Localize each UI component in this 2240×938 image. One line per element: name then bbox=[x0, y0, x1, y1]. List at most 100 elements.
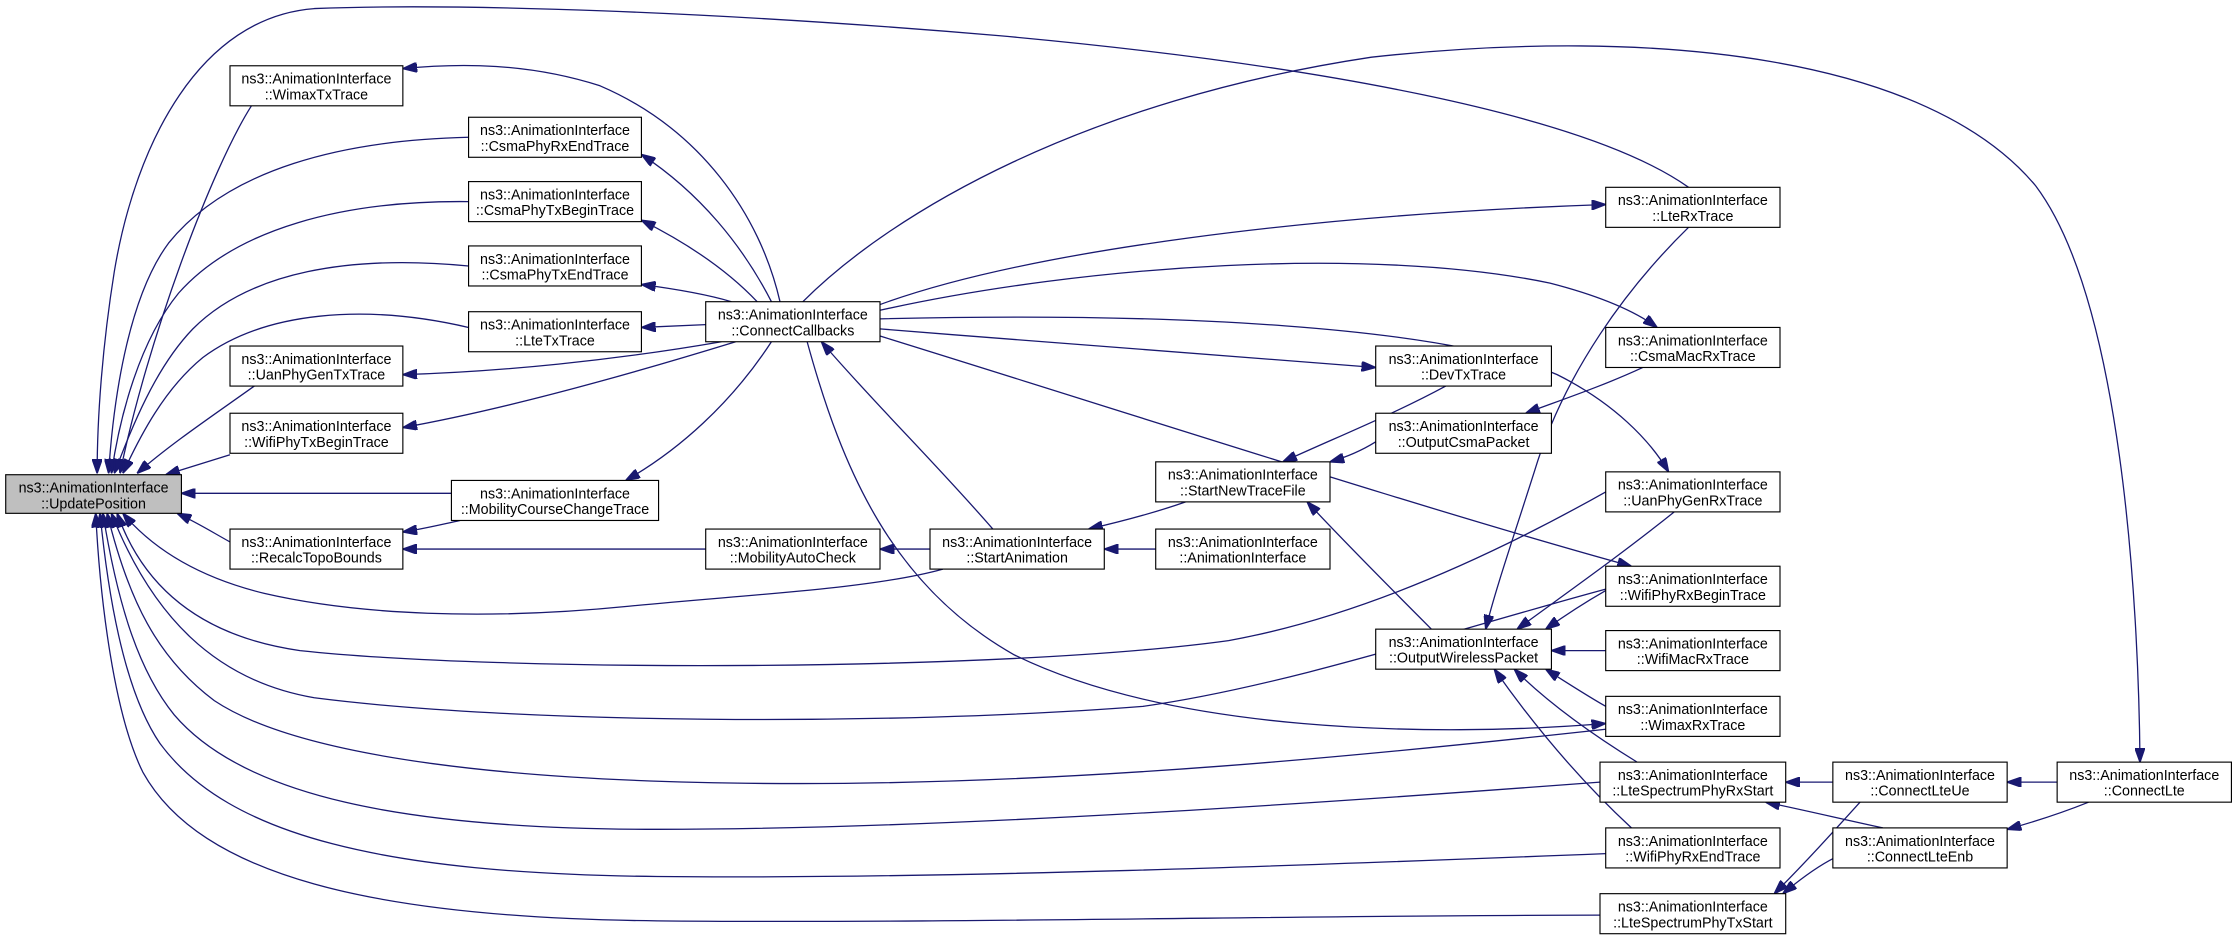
node-scope-label: ns3::AnimationInterface bbox=[1618, 702, 1768, 718]
edge-connect-callbacks-to-wimax-tx-trace bbox=[403, 65, 781, 302]
node-lte-spectrum-phy-tx-start[interactable]: ns3::AnimationInterface::LteSpectrumPhyT… bbox=[1599, 893, 1787, 935]
node-scope-label: ns3::AnimationInterface bbox=[1618, 193, 1768, 209]
node-scope-label: ns3::AnimationInterface bbox=[241, 535, 391, 551]
node-function-label: ::DevTxTrace bbox=[1421, 368, 1506, 384]
nodes-layer: ns3::AnimationInterface::UpdatePositionn… bbox=[5, 65, 2232, 935]
edge-start-animation-to-update-position bbox=[123, 513, 944, 615]
node-scope-label: ns3::AnimationInterface bbox=[718, 535, 868, 551]
node-mobility-auto-check[interactable]: ns3::AnimationInterface::MobilityAutoChe… bbox=[705, 528, 881, 570]
node-uan-phy-gen-rx-trace[interactable]: ns3::AnimationInterface::UanPhyGenRxTrac… bbox=[1605, 471, 1781, 513]
node-connect-callbacks[interactable]: ns3::AnimationInterface::ConnectCallback… bbox=[705, 301, 881, 343]
node-output-wireless-packet[interactable]: ns3::AnimationInterface::OutputWirelessP… bbox=[1375, 628, 1552, 670]
node-wifi-mac-rx-trace[interactable]: ns3::AnimationInterface::WifiMacRxTrace bbox=[1605, 630, 1781, 672]
node-scope-label: ns3::AnimationInterface bbox=[1618, 636, 1768, 652]
node-dev-tx-trace[interactable]: ns3::AnimationInterface::DevTxTrace bbox=[1375, 345, 1552, 387]
node-box bbox=[1599, 893, 1787, 935]
node-csma-mac-rx-trace[interactable]: ns3::AnimationInterface::CsmaMacRxTrace bbox=[1605, 326, 1781, 369]
node-box bbox=[1605, 471, 1781, 513]
edge-connect-callbacks-to-wifi-phy-rx-begin-trace bbox=[879, 335, 1631, 566]
edge-wimax-rx-trace-to-update-position bbox=[107, 513, 1606, 785]
edge-lte-spectrum-phy-rx-start-to-update-position bbox=[103, 513, 1601, 830]
node-scope-label: ns3::AnimationInterface bbox=[942, 535, 1092, 551]
node-box bbox=[1375, 628, 1552, 670]
node-box bbox=[1832, 761, 2008, 803]
edge-connect-callbacks-to-mobility-course-change-trace bbox=[626, 341, 772, 481]
node-scope-label: ns3::AnimationInterface bbox=[480, 318, 630, 334]
node-uan-phy-gen-tx-trace[interactable]: ns3::AnimationInterface::UanPhyGenTxTrac… bbox=[229, 345, 404, 387]
node-box bbox=[468, 245, 642, 287]
node-scope-label: ns3::AnimationInterface bbox=[1389, 352, 1539, 368]
edge-lte-spectrum-phy-rx-start-to-output-wireless-packet bbox=[1514, 669, 1638, 763]
edge-output-csma-packet-to-start-new-trace-file bbox=[1330, 441, 1377, 462]
node-function-label: ::WimaxTxTrace bbox=[265, 87, 368, 103]
edge-wifi-phy-rx-begin-trace-to-output-wireless-packet bbox=[1546, 589, 1607, 630]
node-lte-tx-trace[interactable]: ns3::AnimationInterface::LteTxTrace bbox=[468, 311, 642, 353]
node-box bbox=[1375, 412, 1552, 454]
node-scope-label: ns3::AnimationInterface bbox=[1845, 768, 1995, 784]
node-lte-rx-trace[interactable]: ns3::AnimationInterface::LteRxTrace bbox=[1605, 186, 1781, 228]
node-wifi-phy-rx-end-trace[interactable]: ns3::AnimationInterface::WifiPhyRxEndTra… bbox=[1605, 827, 1781, 869]
edge-lte-spectrum-phy-tx-start-to-update-position bbox=[96, 513, 1601, 923]
node-scope-label: ns3::AnimationInterface bbox=[480, 123, 630, 139]
node-animation-interface[interactable]: ns3::AnimationInterface::AnimationInterf… bbox=[1155, 528, 1331, 570]
node-csma-phy-tx-end-trace[interactable]: ns3::AnimationInterface::CsmaPhyTxEndTra… bbox=[468, 245, 642, 287]
node-box bbox=[1605, 186, 1781, 228]
node-function-label: ::StartNewTraceFile bbox=[1180, 483, 1306, 499]
node-wifi-phy-tx-begin-trace[interactable]: ns3::AnimationInterface::WifiPhyTxBeginT… bbox=[229, 412, 404, 454]
node-wifi-phy-rx-begin-trace[interactable]: ns3::AnimationInterface::WifiPhyRxBeginT… bbox=[1605, 565, 1781, 607]
node-box bbox=[705, 528, 881, 570]
node-csma-phy-tx-begin-trace[interactable]: ns3::AnimationInterface::CsmaPhyTxBeginT… bbox=[468, 181, 642, 223]
node-lte-spectrum-phy-rx-start[interactable]: ns3::AnimationInterface::LteSpectrumPhyR… bbox=[1599, 761, 1787, 803]
edge-uan-phy-gen-rx-trace-to-output-wireless-packet bbox=[1517, 511, 1675, 629]
node-box bbox=[468, 311, 642, 353]
edge-connect-callbacks-to-lte-tx-trace bbox=[641, 325, 706, 328]
node-box bbox=[229, 65, 404, 107]
edge-csma-phy-rx-end-trace-to-update-position bbox=[109, 136, 469, 473]
edge-connect-callbacks-to-uan-phy-gen-tx-trace bbox=[403, 341, 722, 375]
node-function-label: ::ConnectLte bbox=[2104, 784, 2185, 800]
edge-start-animation-to-connect-callbacks bbox=[821, 342, 994, 530]
node-box bbox=[1605, 695, 1781, 737]
edge-connect-callbacks-to-wifi-phy-tx-begin-trace bbox=[403, 341, 736, 428]
node-wimax-rx-trace[interactable]: ns3::AnimationInterface::WimaxRxTrace bbox=[1605, 695, 1781, 737]
edge-uan-phy-gen-tx-trace-to-update-position bbox=[137, 385, 255, 473]
node-function-label: ::LteSpectrumPhyTxStart bbox=[1613, 915, 1772, 931]
node-scope-label: ns3::AnimationInterface bbox=[241, 352, 391, 368]
node-mobility-course-change-trace[interactable]: ns3::AnimationInterface::MobilityCourseC… bbox=[450, 479, 660, 522]
node-scope-label: ns3::AnimationInterface bbox=[1618, 834, 1768, 850]
edge-wimax-tx-trace-to-update-position bbox=[120, 105, 252, 473]
edge-connect-lte-enb-to-lte-spectrum-phy-rx-start bbox=[1766, 802, 1883, 829]
node-function-label: ::MobilityCourseChangeTrace bbox=[461, 502, 649, 518]
node-scope-label: ns3::AnimationInterface bbox=[2069, 768, 2219, 784]
node-function-label: ::AnimationInterface bbox=[1179, 551, 1306, 567]
node-scope-label: ns3::AnimationInterface bbox=[1618, 478, 1768, 494]
edge-connect-callbacks-to-dev-tx-trace bbox=[879, 328, 1376, 368]
node-scope-label: ns3::AnimationInterface bbox=[241, 72, 391, 88]
node-box bbox=[1375, 345, 1552, 387]
node-connect-lte[interactable]: ns3::AnimationInterface::ConnectLte bbox=[2056, 761, 2232, 803]
node-box bbox=[468, 116, 642, 158]
node-box bbox=[929, 528, 1105, 570]
node-start-animation[interactable]: ns3::AnimationInterface::StartAnimation bbox=[929, 528, 1105, 570]
node-connect-lte-enb[interactable]: ns3::AnimationInterface::ConnectLteEnb bbox=[1832, 827, 2008, 869]
node-scope-label: ns3::AnimationInterface bbox=[480, 252, 630, 268]
node-function-label: ::MobilityAutoCheck bbox=[730, 551, 857, 567]
node-scope-label: ns3::AnimationInterface bbox=[1168, 468, 1318, 484]
node-function-label: ::StartAnimation bbox=[966, 551, 1068, 567]
node-function-label: ::WifiPhyRxBeginTrace bbox=[1620, 588, 1766, 604]
node-wimax-tx-trace[interactable]: ns3::AnimationInterface::WimaxTxTrace bbox=[229, 65, 404, 107]
node-csma-phy-rx-end-trace[interactable]: ns3::AnimationInterface::CsmaPhyRxEndTra… bbox=[468, 116, 642, 158]
node-function-label: ::ConnectLteEnb bbox=[1867, 849, 1973, 865]
node-start-new-trace-file[interactable]: ns3::AnimationInterface::StartNewTraceFi… bbox=[1155, 461, 1331, 503]
node-function-label: ::WimaxRxTrace bbox=[1640, 718, 1745, 734]
node-recalc-topo-bounds[interactable]: ns3::AnimationInterface::RecalcTopoBound… bbox=[229, 528, 404, 570]
node-scope-label: ns3::AnimationInterface bbox=[1845, 834, 1995, 850]
node-connect-lte-ue[interactable]: ns3::AnimationInterface::ConnectLteUe bbox=[1832, 761, 2008, 803]
node-box bbox=[450, 479, 660, 522]
edge-wifi-phy-rx-end-trace-to-update-position bbox=[100, 513, 1606, 878]
node-function-label: ::OutputWirelessPacket bbox=[1389, 651, 1538, 667]
node-scope-label: ns3::AnimationInterface bbox=[1618, 572, 1768, 588]
node-function-label: ::UanPhyGenRxTrace bbox=[1623, 493, 1762, 509]
node-output-csma-packet[interactable]: ns3::AnimationInterface::OutputCsmaPacke… bbox=[1375, 412, 1552, 454]
edge-wifi-phy-rx-end-trace-to-output-wireless-packet bbox=[1494, 669, 1632, 829]
